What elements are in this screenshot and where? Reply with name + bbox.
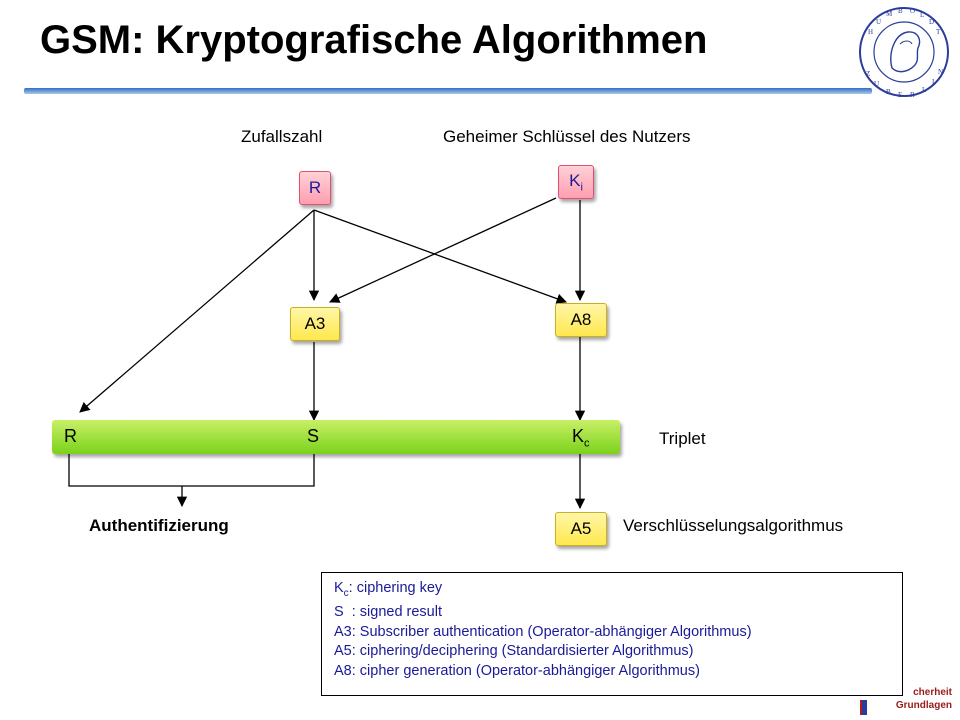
legend-row-kc: Kc: ciphering key	[334, 580, 443, 599]
box-a8: A8	[555, 303, 607, 337]
footer-line-2: Grundlagen	[895, 700, 952, 711]
label-zufallszahl: Zufallszahl	[241, 127, 323, 146]
legend-row-a3: A3: Subscriber authentication (Operator-…	[334, 623, 752, 640]
svg-text:L: L	[922, 86, 926, 94]
legend-row-a5: A5: ciphering/deciphering (Standardisier…	[334, 643, 694, 660]
triplet-s: S	[307, 426, 320, 446]
svg-text:M: M	[886, 10, 893, 18]
legend-row-s: S : signed result	[334, 604, 442, 621]
label-triplet: Triplet	[659, 429, 706, 448]
triplet-bar	[52, 420, 620, 454]
arrow-ki-to-a3	[329, 197, 557, 303]
box-ki: Ki	[558, 165, 594, 199]
legend-row-a8: A8: cipher generation (Operator-abhängig…	[334, 662, 700, 679]
label-geheimer-schluessel: Geheimer Schlüssel des Nutzers	[443, 127, 691, 146]
svg-text:B: B	[886, 88, 891, 96]
title-divider	[24, 88, 872, 94]
svg-text:D: D	[929, 18, 934, 26]
svg-text:O: O	[910, 7, 915, 15]
footer-logo-mark	[860, 700, 867, 715]
svg-text:E: E	[898, 91, 902, 99]
box-a3-label: A3	[304, 314, 326, 333]
label-authentifizierung: Authentifizierung	[89, 516, 229, 535]
arrow-r-to-triplet-r	[79, 209, 315, 413]
box-a8-label: A8	[570, 310, 592, 329]
legend-box: Kc: ciphering key S : signed result A3: …	[321, 572, 903, 696]
box-a3: A3	[290, 307, 340, 341]
box-a5-label: A5	[570, 519, 592, 538]
box-a5: A5	[555, 512, 607, 546]
svg-text:Z: Z	[866, 70, 870, 78]
svg-text:T: T	[936, 28, 941, 36]
svg-text:R: R	[910, 91, 915, 99]
footer-text: cherheit Grundlagen	[896, 686, 952, 712]
svg-text:N: N	[938, 68, 943, 76]
svg-text:U: U	[874, 80, 879, 88]
bracket-r-s	[68, 454, 315, 487]
svg-text:U: U	[876, 18, 881, 26]
label-verschluesselungsalgorithmus: Verschlüsselungsalgorithmus	[623, 516, 844, 535]
box-r-label: R	[308, 178, 322, 197]
svg-text:L: L	[920, 11, 924, 19]
box-r: R	[299, 171, 331, 205]
triplet-r: R	[64, 426, 77, 446]
page-title: GSM: Kryptografische Algorithmen	[40, 18, 708, 62]
svg-text:B: B	[898, 7, 903, 15]
svg-text:H: H	[868, 28, 873, 36]
footer-line-1: cherheit	[913, 687, 952, 698]
svg-text:I: I	[932, 78, 935, 86]
box-ki-label: Ki	[569, 170, 583, 194]
arrow-r-to-a8	[313, 209, 567, 304]
triplet-kc: Kc	[572, 426, 590, 450]
